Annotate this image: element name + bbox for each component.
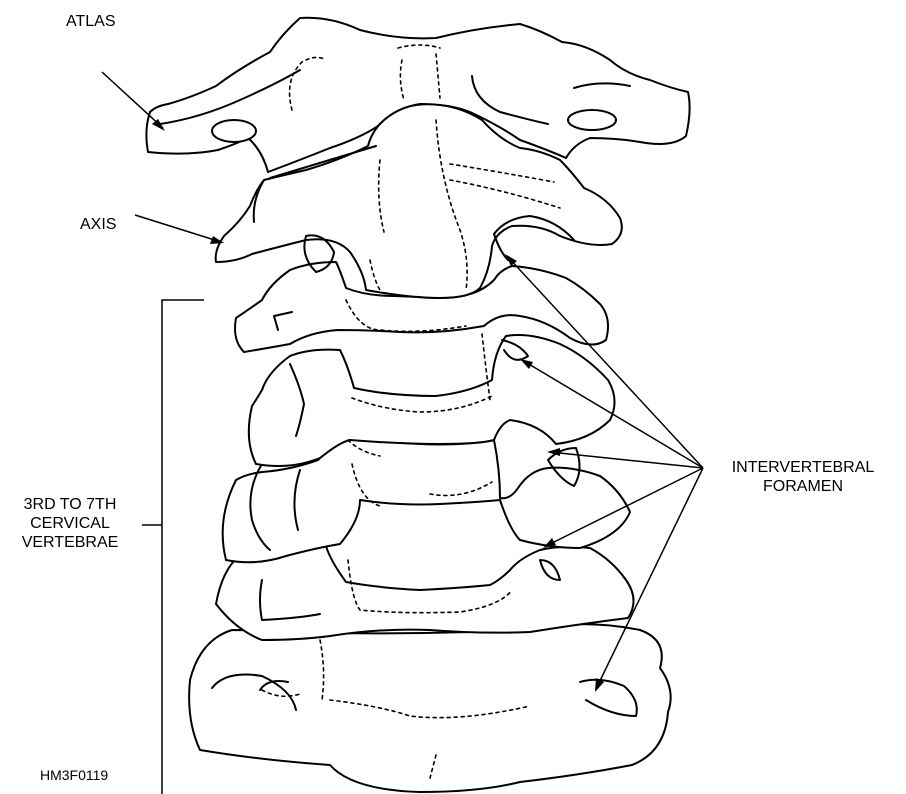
axis-pointer bbox=[135, 215, 221, 242]
cervical-label-line-2: CERVICAL bbox=[10, 514, 130, 533]
figure-id: HM3F0119 bbox=[40, 766, 108, 785]
vertebra-c6 bbox=[216, 546, 634, 640]
cervical-label-line-3: VERTEBRAE bbox=[10, 533, 130, 552]
intervertebral-foramen-label: INTERVERTEBRAL FORAMEN bbox=[708, 458, 898, 496]
foramen-label-line-1: INTERVERTEBRAL bbox=[708, 458, 898, 477]
cervical-vertebrae-label: 3RD TO 7TH CERVICAL VERTEBRAE bbox=[10, 495, 130, 552]
foramen-label-line-2: FORAMEN bbox=[708, 477, 898, 496]
axis-label: AXIS bbox=[80, 215, 116, 234]
vertebra-c7 bbox=[189, 624, 671, 792]
atlas-pointer bbox=[102, 72, 163, 128]
atlas-label: ATLAS bbox=[66, 12, 116, 31]
cervical-label-line-1: 3RD TO 7TH bbox=[10, 495, 130, 514]
